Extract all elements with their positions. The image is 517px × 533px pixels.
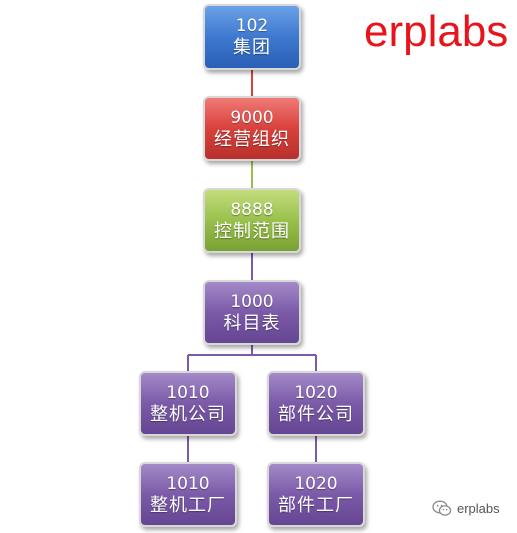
node-code: 1020 <box>294 382 338 403</box>
watermark: erplabs <box>432 500 500 517</box>
node-code: 1010 <box>166 473 210 494</box>
node-group: 102 集团 <box>203 4 301 70</box>
node-code: 9000 <box>230 107 274 128</box>
node-label: 整机工厂 <box>150 494 226 516</box>
watermark-text: erplabs <box>457 501 500 516</box>
node-plant-1010: 1010 整机工厂 <box>139 462 237 527</box>
node-chart-of-accounts: 1000 科目表 <box>203 280 301 345</box>
brand-logo-text: erplabs <box>364 7 509 56</box>
node-label: 部件公司 <box>278 403 354 425</box>
node-code: 1020 <box>294 473 338 494</box>
node-label: 经营组织 <box>214 128 290 150</box>
node-plant-1020: 1020 部件工厂 <box>267 462 365 527</box>
node-business-org: 9000 经营组织 <box>203 96 301 161</box>
node-label: 科目表 <box>223 312 281 334</box>
node-code: 1010 <box>166 382 210 403</box>
node-code: 8888 <box>230 199 274 220</box>
node-label: 控制范围 <box>214 220 290 242</box>
node-company-1010: 1010 整机公司 <box>139 371 237 436</box>
node-code: 102 <box>235 16 269 36</box>
node-label: 部件工厂 <box>278 494 354 516</box>
node-code: 1000 <box>230 291 274 312</box>
node-label: 集团 <box>233 37 271 58</box>
node-control-area: 8888 控制范围 <box>203 188 301 253</box>
node-label: 整机公司 <box>150 403 226 425</box>
node-company-1020: 1020 部件公司 <box>267 371 365 436</box>
wechat-icon <box>432 500 452 517</box>
